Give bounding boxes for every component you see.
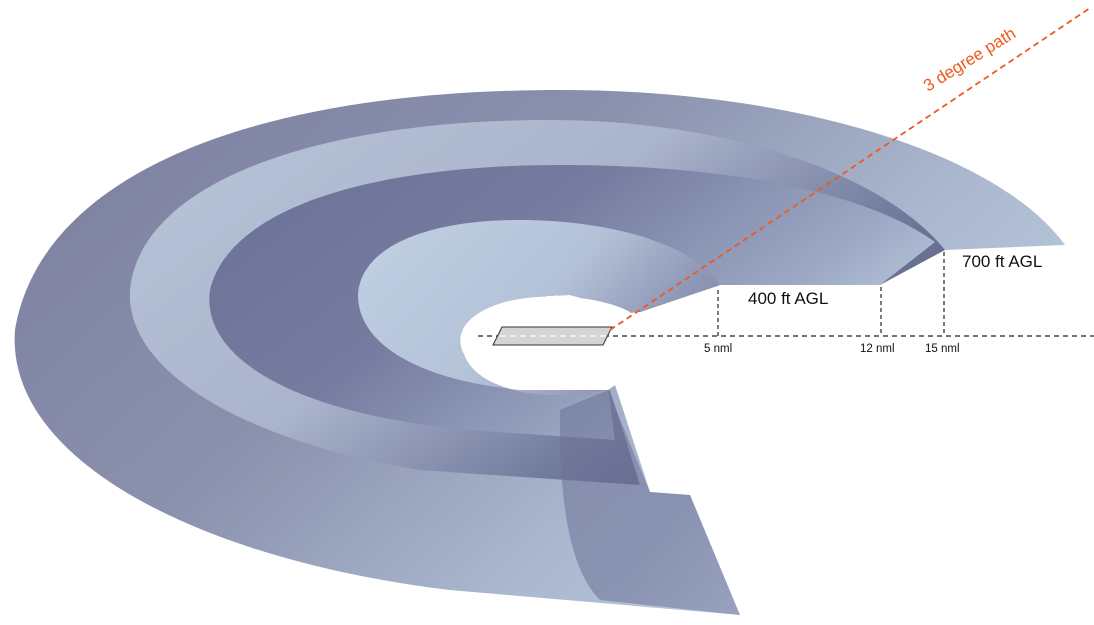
distance-label-5: 5 nml (704, 343, 732, 355)
lower-cut-face (560, 390, 740, 615)
inner-height-label: 400 ft AGL (748, 289, 828, 308)
outer-height-label: 700 ft AGL (962, 252, 1042, 271)
distance-label-12: 12 nml (860, 343, 895, 355)
glide-path-label: 3 degree path (920, 24, 1019, 96)
glide-path-line (609, 7, 1091, 331)
distance-label-15: 15 nml (925, 343, 960, 355)
